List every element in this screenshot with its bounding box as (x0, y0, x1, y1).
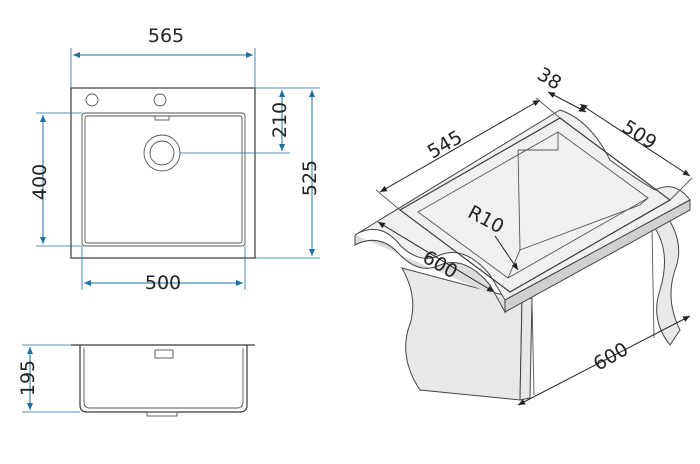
dim-label-depth: 195 (17, 360, 39, 396)
dim-label-bowl-length: 545 (424, 126, 466, 163)
front-view: 195 (17, 344, 255, 417)
dim-line-545 (379, 99, 541, 193)
dim-label-bowl-width: 500 (145, 272, 181, 294)
sink-outer-outline (70, 87, 256, 259)
front-drain (146, 411, 178, 417)
dim-label-cabinet-depth: 600 (590, 338, 632, 375)
dim-label-rim: 38 (533, 63, 565, 94)
cabinet-right-panel (651, 217, 681, 346)
front-overflow (154, 349, 174, 359)
tap-hole-left (85, 93, 99, 107)
dim-line-600-bottom (517, 315, 691, 406)
front-bowl-profile (79, 345, 248, 413)
dim-line-600-top (377, 221, 495, 293)
dim-label-overall-height: 525 (299, 160, 321, 196)
dim-label-drain-offset: 210 (269, 102, 291, 138)
tap-hole-right (153, 93, 167, 107)
overflow-slot (154, 115, 170, 121)
drain-inner (149, 140, 175, 166)
front-bowl-inner (83, 348, 244, 409)
dim-line-509 (579, 103, 691, 177)
dim-label-bowl-height: 400 (29, 164, 51, 200)
dim-label-overall-width: 565 (148, 25, 184, 47)
drain-outer (143, 134, 181, 172)
dim-label-overall-width-iso: 509 (618, 116, 660, 154)
countertop-side-edge (504, 199, 691, 313)
cabinet-front-panel (519, 297, 533, 401)
bowl-outline (81, 112, 246, 247)
iso-view: 545 38 509 R10 600 600 (354, 63, 693, 406)
dim-line-38 (547, 91, 587, 113)
top-view: 565 500 400 210 525 (29, 25, 321, 294)
dim-line-r10 (494, 235, 519, 271)
